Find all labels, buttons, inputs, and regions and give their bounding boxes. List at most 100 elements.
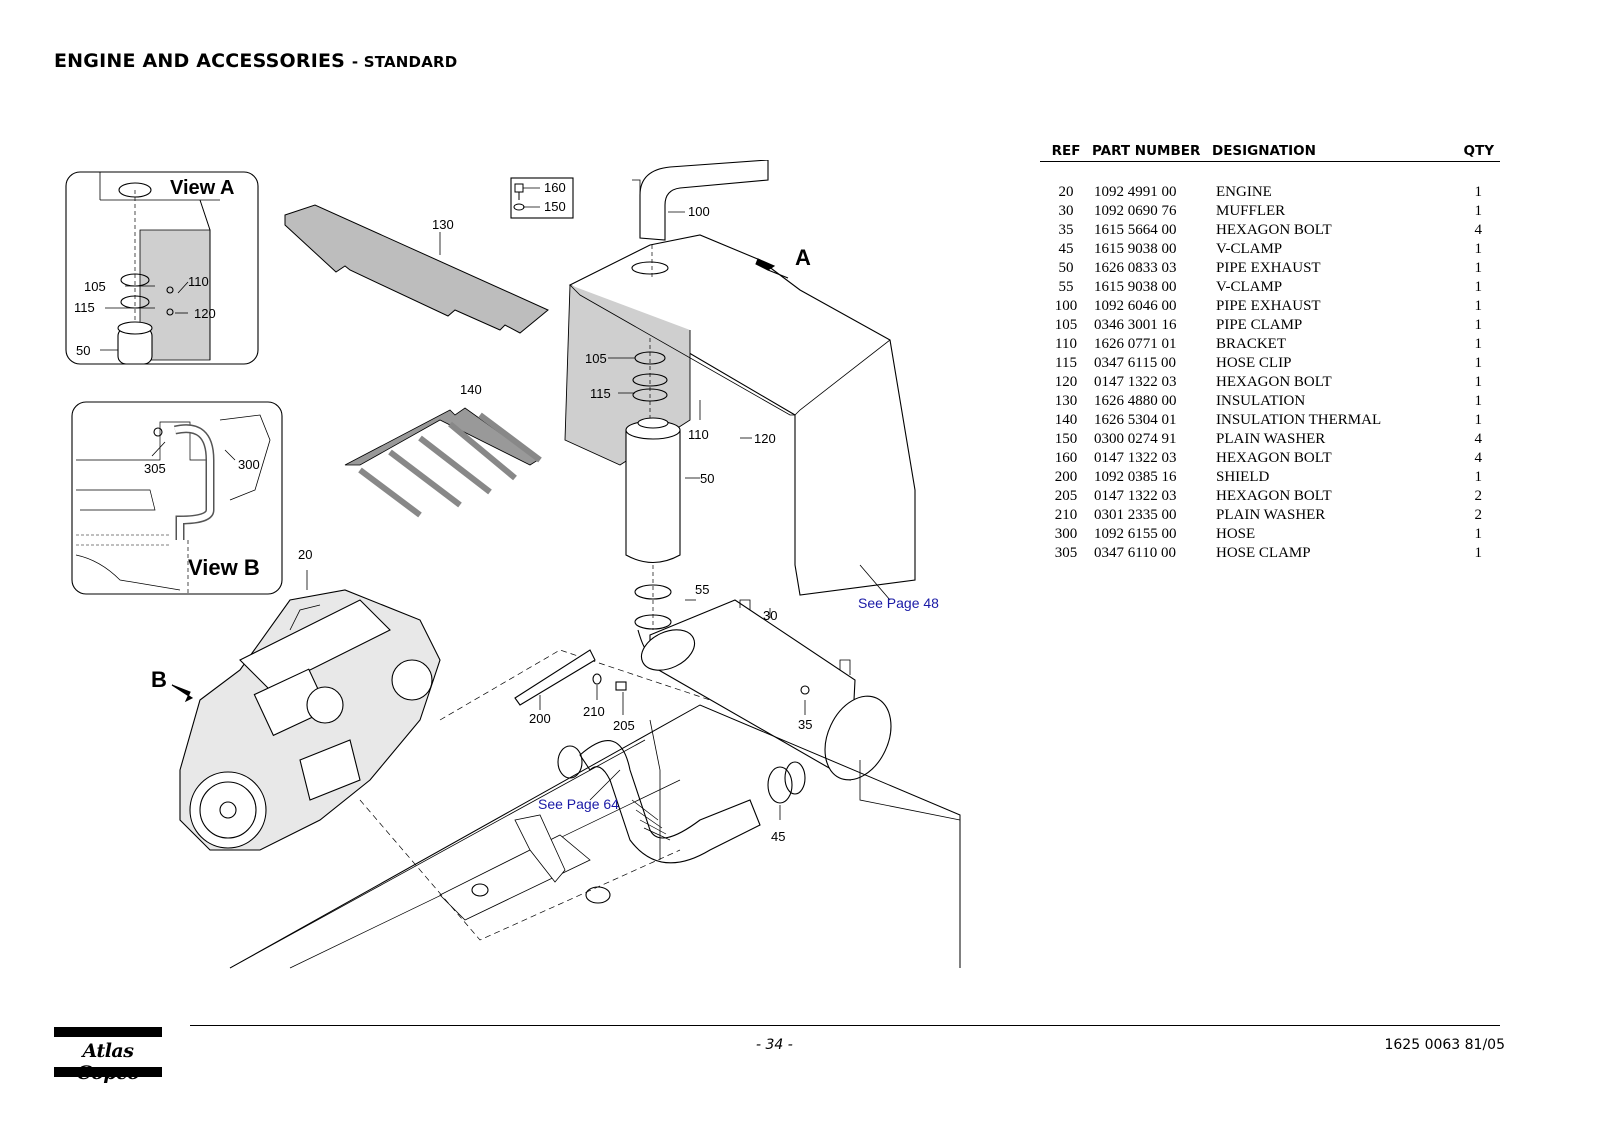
- cell-part-number: 1626 0833 03: [1094, 260, 1177, 276]
- hardware-box: [510, 177, 574, 219]
- cell-part-number: 0147 1322 03: [1094, 488, 1177, 504]
- cell-ref: 100: [1054, 298, 1078, 314]
- cell-ref: 130: [1054, 393, 1078, 409]
- cell-qty: 4: [1474, 222, 1483, 238]
- cell-qty: 2: [1474, 507, 1483, 523]
- cell-ref: 150: [1054, 431, 1078, 447]
- cell-designation: PIPE EXHAUST: [1216, 298, 1321, 314]
- callout-300: 300: [238, 457, 260, 472]
- cell-ref: 300: [1054, 526, 1078, 542]
- arrow-a-label: A: [795, 245, 811, 270]
- cell-designation: SHIELD: [1216, 469, 1270, 485]
- callout-130: 130: [432, 217, 454, 232]
- cell-ref: 120: [1054, 374, 1078, 390]
- cell-qty: 1: [1474, 355, 1483, 371]
- logo-wordmark: Atlas Copco: [77, 1040, 140, 1084]
- cell-ref: 105: [1054, 317, 1078, 333]
- column-header-ref: REF: [1040, 140, 1092, 162]
- page-number: - 34 -: [756, 1037, 793, 1053]
- column-header-part-number: PART NUMBER: [1092, 140, 1212, 162]
- cell-part-number: 0346 3001 16: [1094, 317, 1177, 333]
- callout-205: 205: [613, 718, 635, 733]
- callout-305: 305: [144, 461, 166, 476]
- cell-part-number: 0147 1322 03: [1094, 450, 1177, 466]
- cell-part-number: 1615 9038 00: [1094, 279, 1177, 295]
- cell-qty: 1: [1474, 545, 1483, 561]
- cell-designation: INSULATION THERMAL: [1216, 412, 1382, 428]
- cell-designation: HOSE: [1216, 526, 1256, 542]
- parts-table-row: 30 1092 0690 76 MUFFLER 1: [1040, 202, 1500, 221]
- cell-ref: 205: [1054, 488, 1078, 504]
- pipe-exhaust-100: [632, 160, 769, 278]
- callout-110: 110: [688, 427, 709, 442]
- cell-designation: HEXAGON BOLT: [1216, 374, 1332, 390]
- cell-qty: 1: [1474, 298, 1483, 314]
- callout-100: 100: [688, 204, 710, 219]
- cell-part-number: 0347 6115 00: [1094, 355, 1176, 371]
- callout-200: 200: [529, 711, 551, 726]
- view-a-label: View A: [170, 177, 234, 199]
- base-frame: [229, 649, 961, 969]
- callout-115: 115: [590, 386, 611, 401]
- cell-designation: HOSE CLIP: [1216, 355, 1292, 371]
- cell-part-number: 0147 1322 03: [1094, 374, 1177, 390]
- cell-part-number: 1092 0690 76: [1094, 203, 1177, 219]
- view-b-label: View B: [188, 555, 260, 580]
- insulation-thermal-140: [344, 407, 542, 518]
- cell-ref: 210: [1054, 507, 1078, 523]
- cell-designation: ENGINE: [1216, 184, 1272, 200]
- cell-part-number: 1626 5304 01: [1094, 412, 1177, 428]
- cell-qty: 1: [1474, 393, 1483, 409]
- cell-ref: 30: [1058, 203, 1074, 219]
- cell-designation: HOSE CLAMP: [1216, 545, 1311, 561]
- cell-ref: 160: [1054, 450, 1078, 466]
- cell-part-number: 0347 6110 00: [1094, 545, 1176, 561]
- cell-qty: 1: [1474, 336, 1483, 352]
- cell-ref: 200: [1054, 469, 1078, 485]
- cell-ref: 115: [1055, 355, 1077, 371]
- column-header-designation: DESIGNATION: [1212, 140, 1449, 162]
- pipe-exhaust-50: [625, 417, 681, 650]
- arrow-a: [755, 258, 789, 279]
- cell-part-number: 1615 5664 00: [1094, 222, 1177, 238]
- arrow-b-label: B: [151, 667, 167, 692]
- cell-qty: 1: [1474, 203, 1483, 219]
- view-b-inset: [71, 401, 283, 595]
- view-a-inset: [65, 171, 259, 365]
- cell-designation: PIPE EXHAUST: [1216, 260, 1321, 276]
- cell-ref: 140: [1054, 412, 1078, 428]
- cell-qty: 1: [1474, 260, 1483, 276]
- document-number: 1625 0063 81/05: [1384, 1037, 1505, 1053]
- cell-designation: PLAIN WASHER: [1216, 431, 1326, 447]
- insulation-panel-130: [284, 204, 549, 334]
- callout-115-view-a: 115: [74, 300, 95, 315]
- cell-qty: 1: [1474, 374, 1483, 390]
- callout-140: 140: [460, 382, 482, 397]
- cell-qty: 1: [1474, 184, 1483, 200]
- see-page-64-link[interactable]: See Page 64: [538, 796, 619, 812]
- cell-qty: 4: [1474, 431, 1483, 447]
- see-page-48-link[interactable]: See Page 48: [858, 595, 939, 611]
- callout-110-view-a: 110: [188, 274, 209, 289]
- cell-designation: MUFFLER: [1216, 203, 1286, 219]
- exploded-parts-diagram: View A View B A B 105 115 110 120 50 305…: [65, 160, 961, 969]
- cell-part-number: 1615 9038 00: [1094, 241, 1177, 257]
- column-header-qty: QTY: [1448, 140, 1500, 162]
- cell-part-number: 1092 0385 16: [1094, 469, 1177, 485]
- callout-35: 35: [798, 717, 812, 732]
- callout-50-view-a: 50: [76, 343, 90, 358]
- callout-105-view-a: 105: [84, 279, 106, 294]
